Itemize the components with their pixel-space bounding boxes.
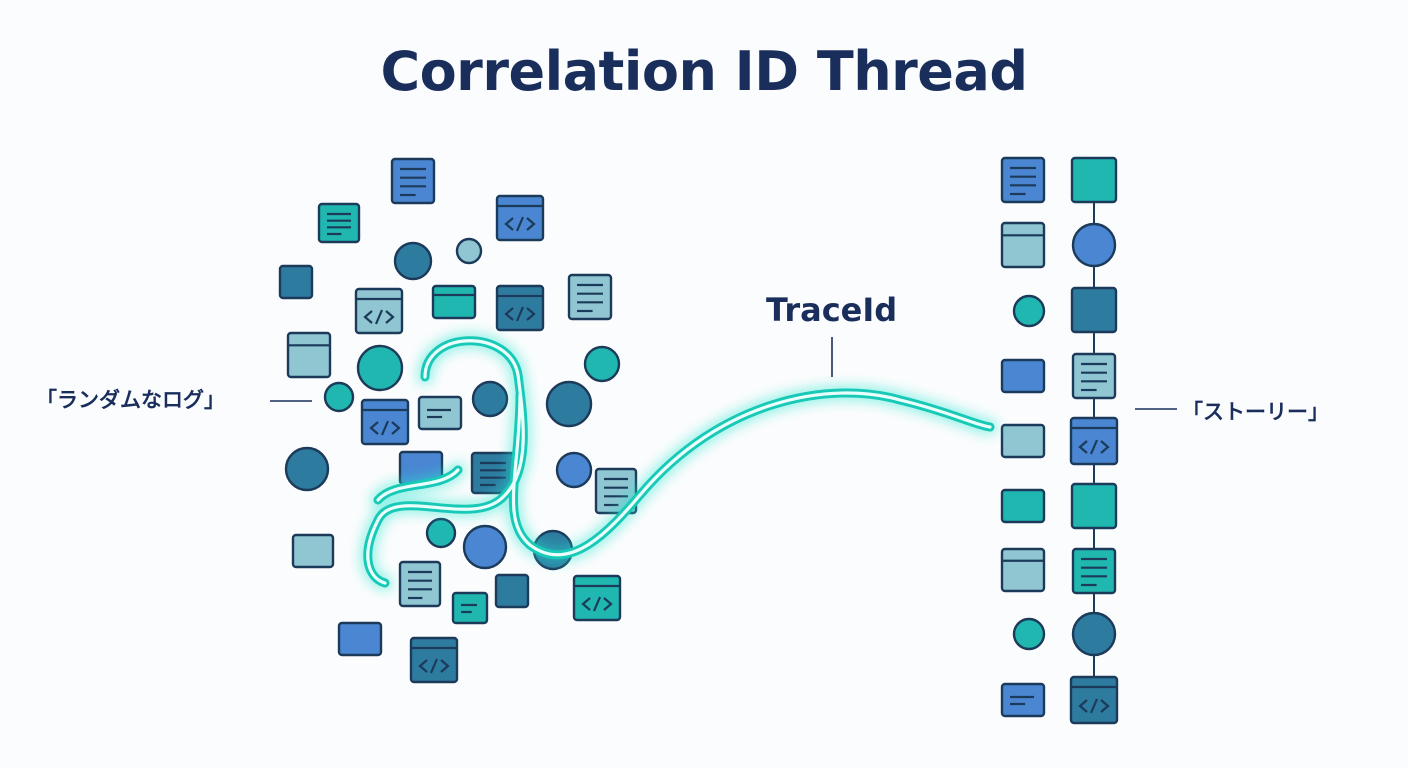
node-icon xyxy=(462,524,508,570)
window-icon xyxy=(1000,547,1046,593)
document-icon xyxy=(1000,156,1046,204)
node-icon xyxy=(393,241,433,281)
node-icon xyxy=(425,517,457,549)
node-icon xyxy=(545,380,593,428)
node-icon xyxy=(284,446,330,492)
log-block xyxy=(291,533,335,569)
window-icon xyxy=(1000,221,1046,269)
window-icon xyxy=(286,331,332,379)
code-window-icon xyxy=(572,574,622,622)
code-window-icon xyxy=(354,287,404,335)
document-icon xyxy=(470,451,516,495)
code-window-icon xyxy=(1069,675,1119,725)
page-title: Correlation ID Thread xyxy=(380,40,1028,103)
log-block xyxy=(278,264,314,300)
code-window-icon xyxy=(360,398,410,446)
random-logs-label: 「ランダムなログ」 xyxy=(36,388,225,412)
node-icon xyxy=(583,345,621,383)
trace-thread xyxy=(359,332,998,591)
log-block xyxy=(1000,423,1046,459)
message-icon xyxy=(417,395,463,431)
node-icon xyxy=(1071,222,1117,268)
node-icon xyxy=(1012,294,1046,328)
story-label: 「ストーリー」 xyxy=(1182,400,1329,424)
code-window-icon xyxy=(495,194,545,242)
log-block xyxy=(1070,156,1118,204)
log-block xyxy=(1070,286,1118,334)
code-window-icon xyxy=(409,636,459,684)
log-block xyxy=(1000,488,1046,524)
node-icon xyxy=(455,237,483,265)
message-icon xyxy=(451,591,489,625)
log-block xyxy=(494,573,530,609)
message-icon xyxy=(1000,682,1046,718)
document-icon xyxy=(1071,352,1117,400)
window-icon xyxy=(431,284,477,320)
node-icon xyxy=(356,344,404,392)
log-block xyxy=(1070,482,1118,530)
code-window-icon xyxy=(495,284,545,332)
code-window-icon xyxy=(1069,416,1119,466)
document-icon xyxy=(1071,547,1117,595)
node-icon xyxy=(1071,611,1117,657)
document-icon xyxy=(398,560,442,608)
log-block xyxy=(337,621,383,657)
document-icon xyxy=(567,273,613,321)
document-icon xyxy=(317,202,361,244)
document-icon xyxy=(390,157,436,205)
node-icon xyxy=(1012,617,1046,651)
trace-id-label: TraceId xyxy=(766,291,898,329)
node-icon xyxy=(471,380,509,418)
log-block xyxy=(1000,358,1046,394)
node-icon xyxy=(323,381,355,413)
node-icon xyxy=(555,451,593,489)
